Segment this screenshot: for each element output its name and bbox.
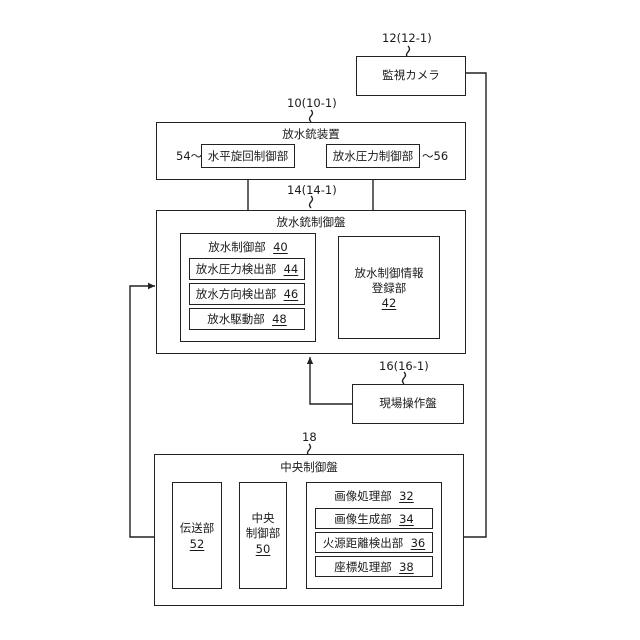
water-drive-box: 放水駆動部 48 bbox=[189, 308, 305, 330]
field-to-panel-arrow bbox=[310, 357, 352, 404]
surveillance-camera-box: 監視カメラ bbox=[356, 56, 466, 96]
central-panel-label: 中央制御盤 bbox=[155, 462, 463, 474]
control-unit-title: 放水制御部 40 bbox=[181, 242, 315, 254]
panel-ref-leader bbox=[310, 196, 313, 208]
direction-detection-box: 放水方向検出部 46 bbox=[189, 283, 305, 305]
control-info-register-box: 放水制御情報 登録部 42 bbox=[338, 236, 440, 339]
central-control-line2: 制御部 bbox=[240, 528, 286, 540]
drive-label: 放水駆動部 48 bbox=[190, 314, 304, 326]
info-register-num: 42 bbox=[339, 298, 439, 310]
camera-ref: 12(12-1) bbox=[382, 33, 432, 45]
direction-detect-label: 放水方向検出部 46 bbox=[190, 289, 304, 301]
camera-label: 監視カメラ bbox=[357, 70, 465, 82]
field-panel-label: 現場操作盤 bbox=[353, 398, 463, 410]
transmission-num: 52 bbox=[173, 539, 221, 551]
pressure-detect-label: 放水圧力検出部 44 bbox=[190, 264, 304, 276]
field-operation-panel-box: 現場操作盤 bbox=[352, 384, 464, 424]
pressure-control-box: 放水圧力制御部 bbox=[326, 144, 420, 168]
nozzle-device-label: 放水銃装置 bbox=[157, 129, 465, 141]
transmission-unit-box: 伝送部 52 bbox=[172, 482, 222, 589]
info-register-line1: 放水制御情報 bbox=[339, 268, 439, 280]
info-register-line2: 登録部 bbox=[339, 283, 439, 295]
device-ref-leader bbox=[310, 110, 313, 122]
central-control-line1: 中央 bbox=[240, 513, 286, 525]
image-generation-box: 画像生成部 34 bbox=[315, 508, 433, 529]
nozzle-panel-label: 放水銃制御盤 bbox=[157, 217, 465, 229]
central-control-num: 50 bbox=[240, 544, 286, 556]
horizontal-control-label: 水平旋回制御部 bbox=[202, 151, 294, 163]
pressure-control-label: 放水圧力制御部 bbox=[327, 151, 419, 163]
field-ref-leader bbox=[403, 372, 406, 384]
central-panel-ref: 18 bbox=[302, 432, 317, 444]
nozzle-panel-ref: 14(14-1) bbox=[287, 185, 337, 197]
field-panel-ref: 16(16-1) bbox=[379, 361, 429, 373]
transmission-label: 伝送部 bbox=[173, 523, 221, 535]
fire-distance-label: 火源距離検出部 36 bbox=[316, 538, 432, 550]
image-processing-title: 画像処理部 32 bbox=[307, 491, 441, 503]
horizontal-control-num: 54～ bbox=[176, 151, 202, 163]
coordinate-label: 座標処理部 38 bbox=[316, 562, 432, 574]
pressure-detection-box: 放水圧力検出部 44 bbox=[189, 258, 305, 280]
horizontal-rotation-control-box: 水平旋回制御部 bbox=[201, 144, 295, 168]
fire-distance-detection-box: 火源距離検出部 36 bbox=[315, 532, 433, 553]
coordinate-processing-box: 座標処理部 38 bbox=[315, 556, 433, 577]
image-generation-label: 画像生成部 34 bbox=[316, 514, 432, 526]
central-control-unit-box: 中央 制御部 50 bbox=[239, 482, 287, 589]
nozzle-device-ref: 10(10-1) bbox=[287, 98, 337, 110]
pressure-control-num: ～56 bbox=[422, 151, 448, 163]
